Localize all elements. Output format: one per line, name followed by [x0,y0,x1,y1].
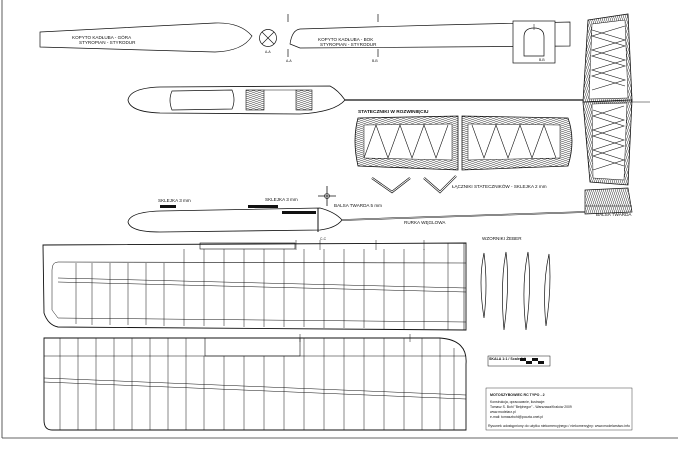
section-aa-symbol [259,29,277,47]
label-kopyto-side-1: KOPYTO KADŁUBA - BOK [318,37,374,42]
title-block-footer: Rysunek udostępniony do użytku niekomerc… [488,424,630,428]
fuselage-plug-top-view [39,22,253,53]
title-block-line1: Konstrukcja, opracowanie, ilustracje: [490,400,545,404]
label-plywood-3mm-a: SKLEJKA 3 mm [158,198,191,203]
label-rib-templates: WZORNIKI ŻEBER [482,235,522,241]
title-block-line2: Tomasz S. Bohl "Belphegor" - Warszawa/Kr… [490,405,572,409]
rib-templates [480,251,551,331]
vertical-fin [582,13,650,186]
title-block [485,387,633,431]
section-bb-box [512,20,556,64]
label-section-bb: B-B [372,59,378,63]
label-kopyto-top-2: STYROPIAN - STYRODUR [79,40,136,45]
label-kopyto-top-1: KOPYTO KADŁUBA - GÓRA [72,34,132,40]
stabilizer-left [354,115,459,171]
wing-panel-lower [43,334,467,431]
title-block-line4: e-mail: tomaszbohl@poczta.onet.pl [490,415,543,419]
stabilizer-right [461,115,573,171]
title-block-line3: www.modelarz.pl [490,410,516,414]
fuselage-shell [127,85,585,115]
title-block-title: MOTOSZYBOWIEC RC TYPO - 2 [490,393,545,397]
label-kopyto-side-2: STYROPIAN - STYRODUR [320,42,377,47]
label-plywood-3mm-b: SKLEJKA 3 mm [265,197,298,202]
label-carbon-tube: RURKA WĘGLOWA [404,220,446,225]
label-section-aa: A-A [265,50,271,54]
label-mark-a: A-A [286,59,292,63]
fuselage-side-structure [127,186,586,233]
scale-bar [487,355,551,367]
label-stabilizer-unfold: STATECZNIKI W ROZWINIĘCIU [358,109,429,115]
label-scale: SKALA 1:1 / Scale 1:1 [489,357,526,361]
label-section-bb-box: B-B [539,58,545,62]
wing-panel-upper [42,240,467,331]
label-section-cc: C-C [320,237,327,241]
label-stabilizer-joiner: ŁĄCZNIKI STATECZNIKÓW - SKLEJKA 2 mm [452,183,547,189]
label-balsa-hard: BALSA TWARDA [596,212,632,217]
tail-boom-end [584,187,633,215]
stabilizer-joiners [371,175,457,194]
label-balsa-hard-5mm: BALSA TWARDA 5 mm [334,203,382,208]
